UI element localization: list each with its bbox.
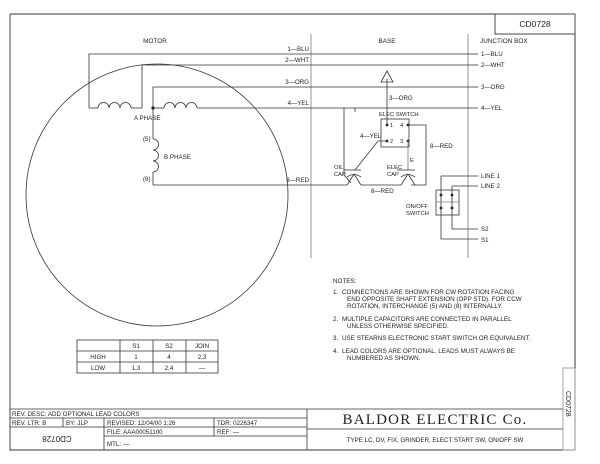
elec-cap-label-2: CAP: [387, 172, 399, 178]
inverted-drawing-number: CD0728: [42, 434, 72, 443]
wire-line1-s1: [440, 176, 478, 240]
drawing-frame: CD0728 CD0728: [9, 13, 576, 451]
note-1-line-3: ROTATION, INTERCHANGE (5) AND (8) INTERN…: [347, 303, 503, 310]
note-4-line-1: LEAD COLORS ARE OPTIONAL. LEADS MUST ALW…: [342, 348, 515, 355]
oil-cap-symbol: [344, 169, 362, 186]
note-2-number: 2.: [333, 316, 339, 323]
table-header-s2: S2: [165, 343, 173, 350]
note-1-line-1: CONNECTIONS ARE SHOWN FOR CW ROTATION FA…: [342, 289, 515, 296]
lead-label-org-motor: 3—ORG: [285, 79, 309, 86]
note-4-line-2: NUMBERED AS SHOWN.: [347, 355, 421, 362]
switch-lead-yel-label: 4—YEL: [360, 133, 382, 140]
org-terminal-arrow: [380, 70, 394, 124]
switch-terminal-3-label: 3: [400, 139, 403, 145]
table-row-low-s1: 1,3: [132, 365, 141, 372]
lead-wires: [88, 53, 478, 186]
lead-label-blu-jbox: 1—BLU: [481, 51, 503, 58]
b-phase-label: B PHASE: [164, 154, 191, 161]
side-drawing-number: CD0728: [564, 391, 571, 417]
wire-wht: [141, 64, 468, 108]
table-row-high-s1: 1: [134, 354, 138, 361]
title-block: REV. DESC: ADD OPTIONAL LEAD COLORS REV.…: [10, 408, 563, 450]
switch-terminal-4-label: 4: [400, 123, 404, 129]
line2-label: LINE 2: [481, 183, 500, 190]
file-number: FILE: AAA00051100: [107, 429, 163, 436]
ref-value: REF: —: [217, 429, 240, 436]
wire-org: [152, 86, 468, 108]
table-header-s1: S1: [132, 343, 140, 350]
note-2-line-2: UNLESS OTHERWISE SPECIFIED.: [347, 323, 449, 330]
switch-lead-red-label: 8—RED: [430, 143, 453, 150]
drawing-number: CD0728: [519, 19, 550, 29]
lead-label-wht-motor: 2—WHT: [285, 57, 309, 64]
wire-line2-s2: [451, 186, 478, 230]
rev-desc: REV. DESC: ADD OPTIONAL LEAD COLORS: [12, 411, 139, 418]
note-3-line-1: USE STEARNS ELECTRONIC START SWITCH OR E…: [342, 335, 531, 342]
table-row-low-s2: 2,4: [165, 365, 174, 372]
company-name: BALDOR ELECTRIC Co.: [343, 412, 528, 428]
oil-cap-label-2: CAP: [334, 172, 346, 178]
elec-cap-symbol: [397, 169, 416, 186]
table-header-join: JOIN: [195, 343, 209, 350]
elec-switch-box: [380, 118, 410, 148]
table-row-low-label: LOW: [91, 365, 105, 372]
s1-label: S1: [481, 237, 489, 244]
line1-label: LINE 1: [481, 173, 500, 180]
rev-ltr: REV. LTR: B: [12, 420, 46, 427]
lead-label-yel-motor: 4—YEL: [288, 100, 310, 107]
onoff-switch-box: [435, 189, 460, 216]
lead-label-red-motor: 8—RED: [286, 177, 309, 184]
motor-housing-outline: [25, 63, 289, 327]
s2-label: S2: [481, 226, 489, 233]
section-motor-label: MOTOR: [143, 38, 167, 45]
revised-date: REVISED: 12/04/00 1:26: [107, 420, 176, 427]
switch-terminal-2-label: 2: [390, 139, 393, 145]
note-1-line-2: END OPPOSITE SHAFT EXTENSION (OPP STD). …: [347, 296, 522, 303]
a-phase-label: A PHASE: [134, 115, 160, 122]
wire-blu: [88, 53, 468, 108]
switch-terminal-1-dot: [385, 123, 389, 127]
drawing-description: TYPE LC, DV, FIX, GRINDER, ELECT START S…: [347, 437, 524, 444]
table-row-high-s2: 4: [167, 354, 171, 361]
tdr-number: TDR: 0226347: [217, 420, 258, 427]
connection-table: S1 S2 JOIN HIGH 1 4 2,3 LOW 1,3 2,4 —: [76, 339, 219, 374]
lead-label-wht-jbox: 2—WHT: [481, 62, 505, 69]
a-phase-coil-left: [97, 102, 132, 109]
mtl-value: MTL: —: [107, 441, 130, 448]
note-3-number: 3.: [333, 335, 339, 342]
note-2-line-1: MULTIPLE CAPACITORS ARE CONNECTED IN PAR…: [342, 316, 512, 323]
section-junction-box-label: JUNCTION BOX: [480, 38, 528, 45]
note-1-number: 1.: [333, 289, 339, 296]
table-row-high-label: HIGH: [90, 354, 105, 361]
table-row-high-join: 2,3: [198, 354, 207, 361]
oil-cap-label-1: OIL: [334, 165, 344, 171]
e-marker: E: [410, 158, 414, 164]
elec-cap-label-1: ELEC: [387, 165, 402, 171]
lead-label-blu-motor: 1—BLU: [287, 46, 309, 53]
drawing-number-box: [494, 13, 576, 35]
caps-lead-red-label: 8—RED: [371, 188, 394, 195]
onoff-switch-label-2: SWITCH: [406, 211, 429, 217]
note-4-number: 4.: [333, 348, 339, 355]
elec-switch-label: ELEC SWITCH: [379, 112, 419, 118]
rev-by: BY: JLP: [66, 420, 88, 427]
lead-5-label: (5): [143, 136, 151, 143]
switch-red-wire: [408, 124, 427, 186]
yel-to-oil-cap-wire: [343, 108, 352, 184]
lead-label-yel-jbox: 4—YEL: [481, 105, 503, 112]
table-row-low-join: —: [199, 365, 206, 372]
onoff-switch-label-1: ON/OFF: [406, 204, 428, 210]
b-phase-coil: [152, 138, 159, 173]
switch-yel-wire: [354, 140, 387, 171]
notes-block: NOTES: 1. CONNECTIONS ARE SHOWN FOR CW R…: [333, 278, 531, 362]
section-base-label: BASE: [378, 38, 395, 45]
notes-title: NOTES:: [333, 278, 357, 285]
switch-lead-org-label: 3—ORG: [389, 95, 413, 102]
switch-terminal-1-label: 1: [390, 123, 393, 129]
lead-8-label: (8): [143, 176, 151, 183]
lead-label-org-jbox: 3—ORG: [481, 84, 505, 91]
a-phase-coil-right: [163, 102, 198, 109]
